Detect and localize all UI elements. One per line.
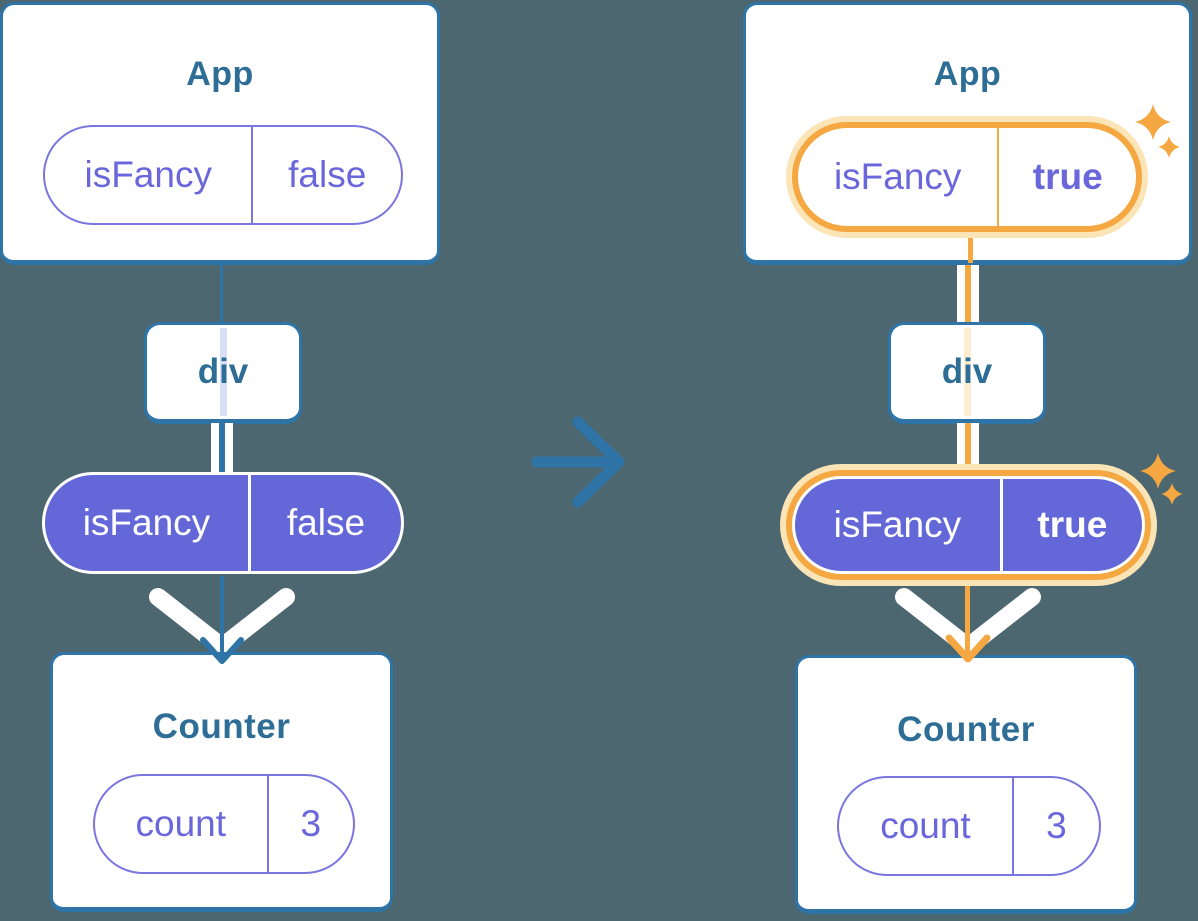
passed-prop-pill-highlighted: isFancy true: [780, 464, 1157, 586]
div-box: div: [888, 322, 1046, 424]
pipe-core-line: [219, 423, 225, 475]
prop-name: isFancy: [82, 502, 211, 543]
app-card: App isFancy false: [0, 2, 440, 265]
state-value: 3: [1011, 778, 1099, 874]
sparkle-icon: [1158, 136, 1180, 158]
highlight-ring: isFancy true: [792, 122, 1142, 232]
prop-value: false: [251, 127, 401, 223]
prop-name: isFancy: [833, 504, 962, 545]
context-flow-pipe: [957, 265, 979, 323]
transition-arrow-icon: [531, 416, 625, 508]
element-label: div: [941, 352, 993, 391]
state-pill: count 3: [93, 774, 355, 874]
component-title: App: [933, 55, 1002, 93]
context-flow-pipe: [957, 423, 979, 475]
sparkle-icon: [1161, 483, 1183, 505]
sparkle-icon: [1140, 453, 1176, 489]
arrow-shaft: [965, 560, 970, 656]
pipe-white-left: [957, 423, 965, 475]
pipe-white-right: [971, 265, 979, 323]
context-line: [968, 238, 973, 263]
element-label: div: [197, 352, 249, 391]
counter-card: Counter count 3: [50, 652, 393, 912]
prop-value: true: [999, 479, 1142, 571]
arrowhead-icon: [200, 637, 244, 664]
prop-pill: isFancy false: [43, 125, 403, 225]
pipe-core-line: [965, 265, 971, 323]
pipe-white-right: [225, 423, 233, 475]
pipe-white-left: [957, 265, 965, 323]
state-pill: count 3: [837, 776, 1101, 876]
highlight-ring: isFancy true: [786, 470, 1151, 580]
state-name: count: [880, 805, 971, 846]
state-value: 3: [266, 776, 353, 872]
pipe-white-right: [971, 423, 979, 475]
state-name: count: [135, 803, 227, 844]
prop-name: isFancy: [84, 154, 212, 195]
pipe-core-line: [965, 423, 971, 475]
passed-prop-pill: isFancy false: [42, 472, 404, 574]
sparkle-icon: [1135, 104, 1171, 140]
counter-card: Counter count 3: [795, 655, 1137, 914]
div-box: div: [144, 322, 302, 424]
prop-flow-pipe: [211, 423, 233, 475]
pipe-white-left: [211, 423, 219, 475]
arrowhead-icon: [945, 634, 991, 663]
tree-edge: [220, 263, 223, 324]
context-flow-faded-line: [963, 328, 971, 416]
prop-value: false: [247, 475, 401, 571]
component-title: Counter: [897, 710, 1035, 749]
component-title: Counter: [152, 707, 291, 746]
arrow-shaft: [220, 576, 224, 662]
prop-flow-faded-line: [219, 328, 227, 416]
passed-prop-pill: isFancy true: [792, 476, 1145, 574]
component-title: App: [186, 55, 254, 93]
prop-name: isFancy: [833, 156, 962, 197]
prop-pill-highlighted: isFancy true: [786, 116, 1148, 238]
prop-pill: isFancy true: [798, 128, 1136, 226]
prop-value: true: [997, 128, 1136, 226]
app-card: App isFancy true: [743, 2, 1192, 265]
